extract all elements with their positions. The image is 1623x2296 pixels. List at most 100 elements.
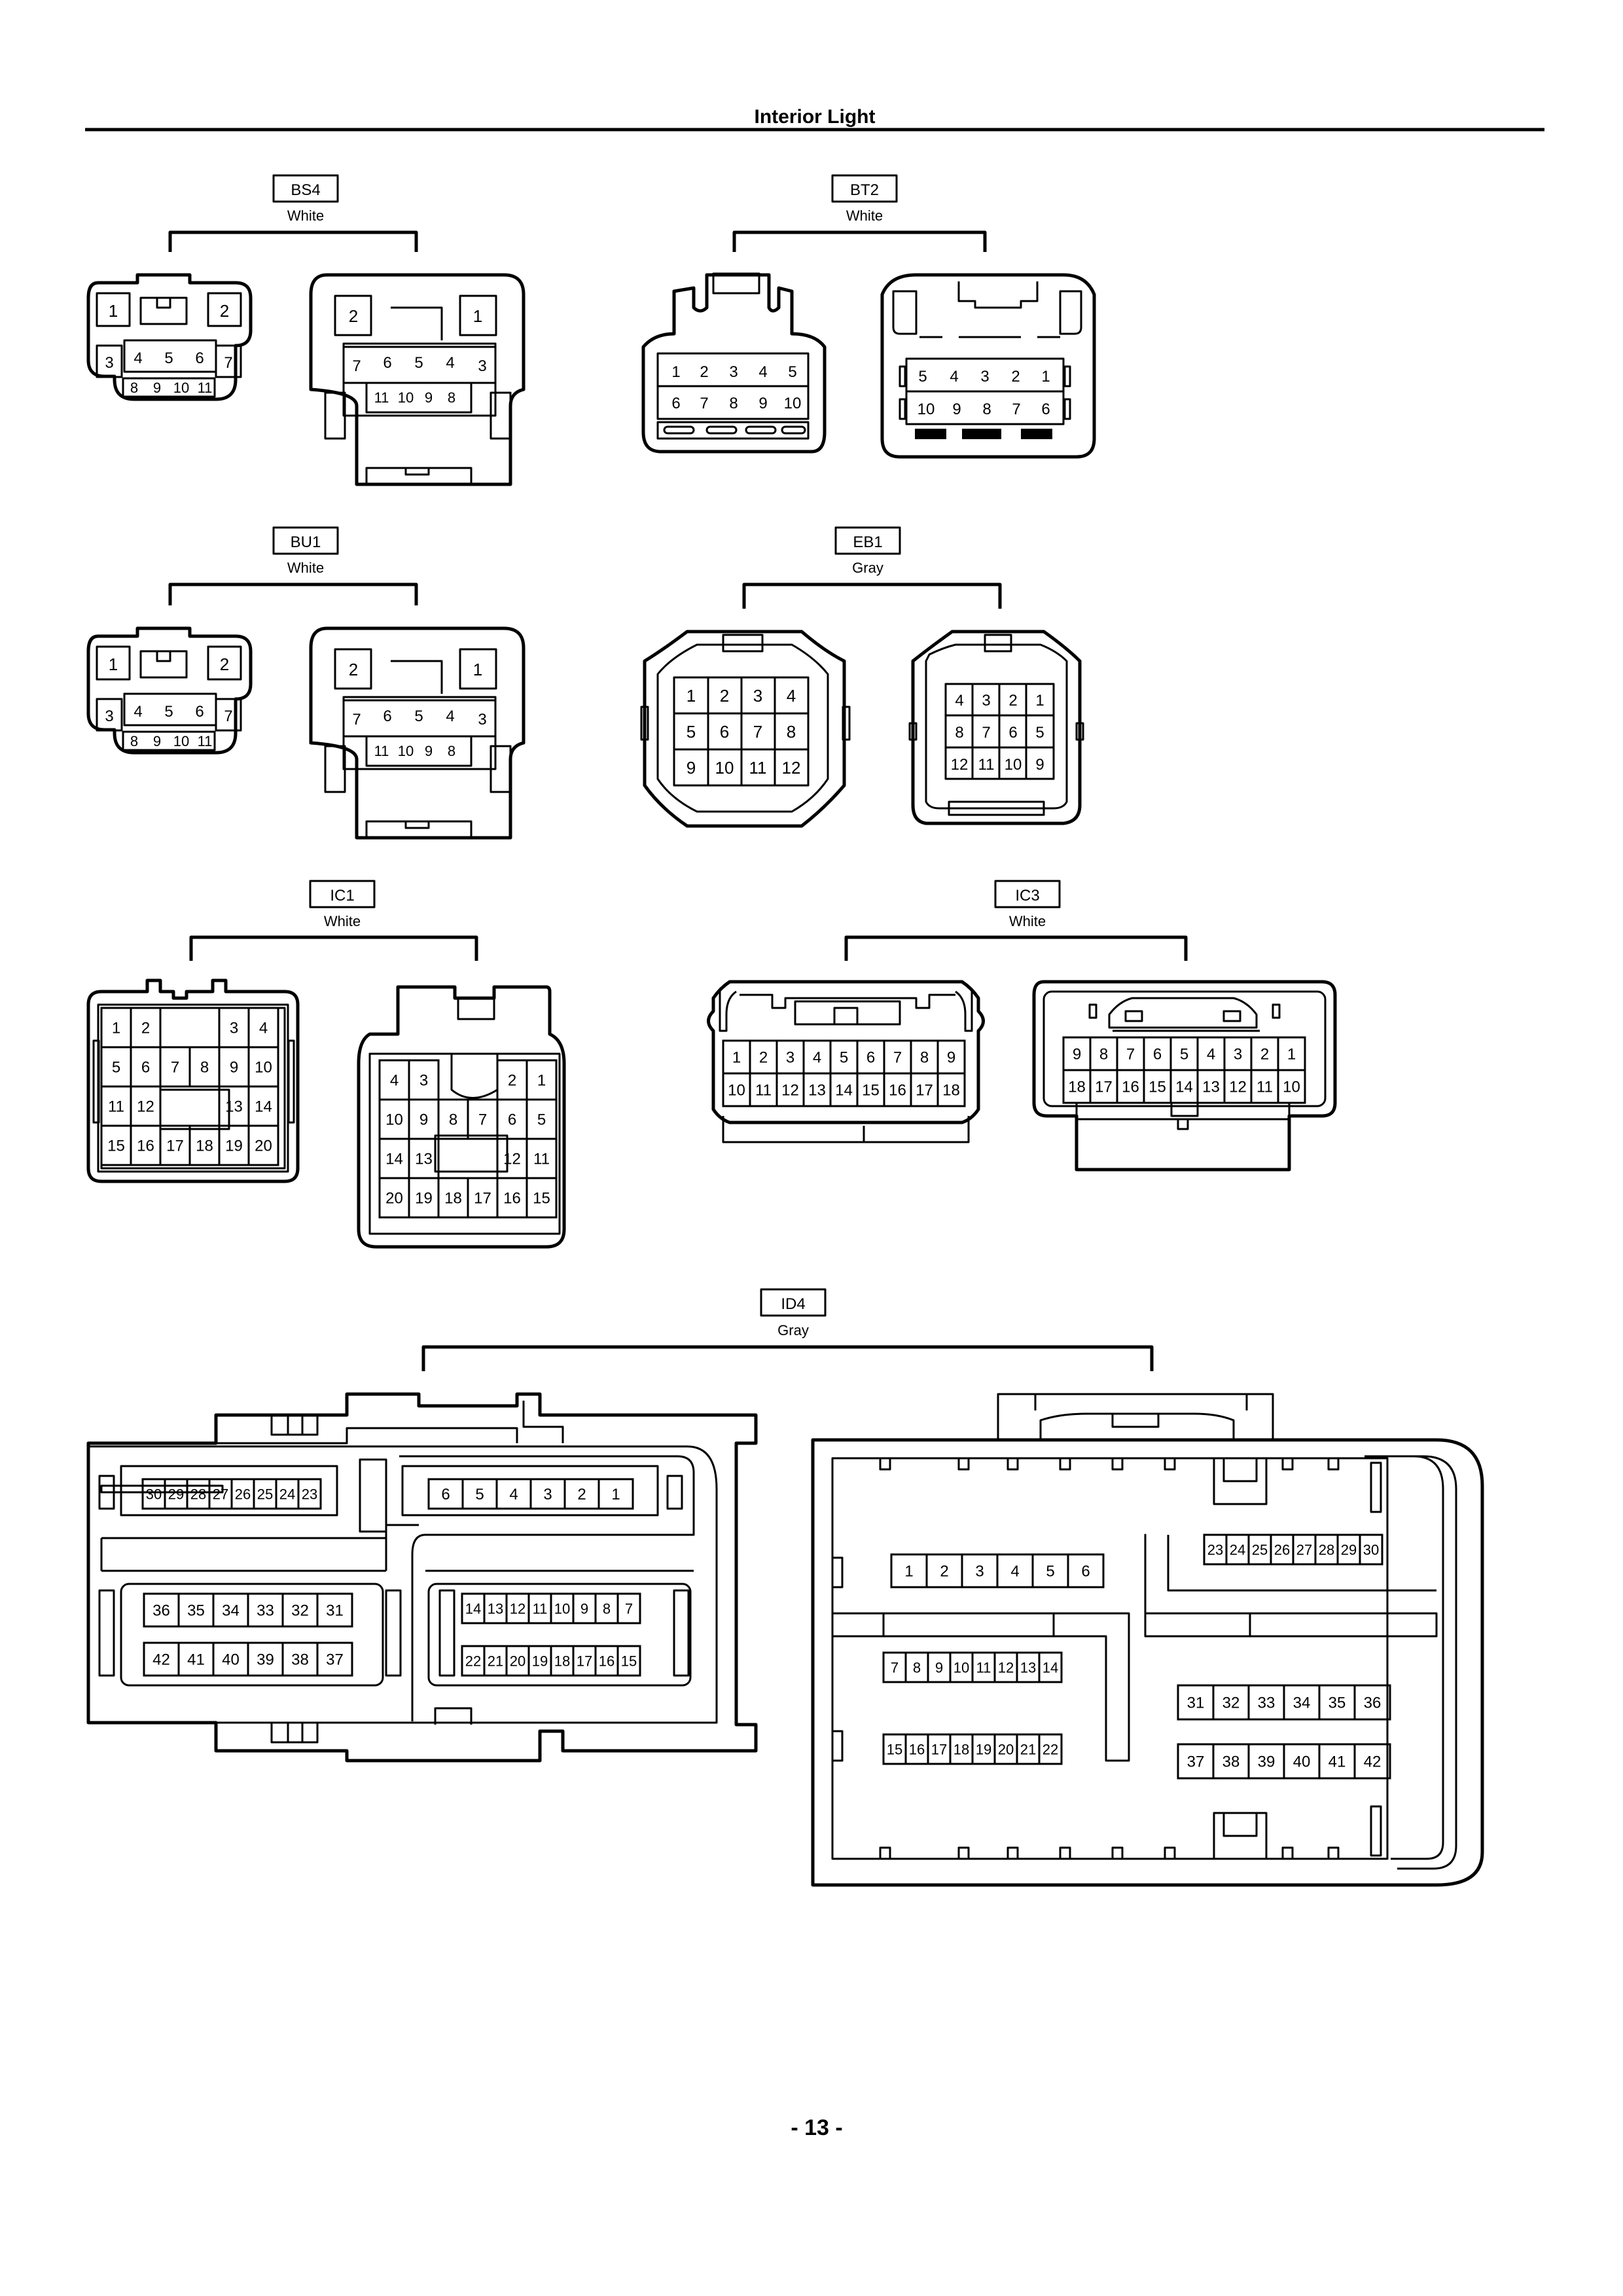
pin-label: 6 — [141, 1059, 150, 1077]
connector-ic3-right — [1032, 980, 1337, 1172]
pin-label: 5 — [164, 350, 173, 367]
pin-label: 13 — [808, 1082, 826, 1100]
pin-label: 11 — [533, 1600, 548, 1617]
pin-label: 5 — [414, 354, 423, 372]
connector-color: Gray — [777, 1322, 809, 1338]
pin-label: 15 — [862, 1082, 880, 1100]
pin-label: 10 — [385, 1111, 403, 1129]
pin-label: 38 — [291, 1651, 309, 1669]
pin-label: 27 — [213, 1486, 228, 1502]
pin-label: 17 — [1095, 1079, 1113, 1096]
pin-label: 28 — [190, 1486, 206, 1502]
pin-label: 5 — [687, 722, 696, 742]
pin-label: 2 — [220, 301, 229, 321]
pin-label: 23 — [302, 1486, 317, 1502]
pin-label: 41 — [1329, 1753, 1346, 1771]
pin-label: 12 — [503, 1151, 521, 1168]
pin-label: 4 — [950, 368, 958, 386]
pin-label: 1 — [611, 1486, 620, 1503]
pin-label: 8 — [955, 724, 963, 742]
pin-label: 4 — [1207, 1046, 1215, 1064]
pin-label: 4 — [390, 1072, 399, 1090]
pin-label: 9 — [687, 758, 696, 778]
pin-label: 34 — [222, 1602, 240, 1620]
pin-label: 16 — [137, 1138, 154, 1155]
connector-code: ID4 — [781, 1295, 805, 1313]
pin-label: 36 — [1364, 1695, 1382, 1712]
pin-label: 12 — [510, 1600, 526, 1617]
pin-cell — [1353, 1684, 1391, 1721]
pin-label: 8 — [787, 722, 796, 742]
pin-label: 20 — [510, 1653, 526, 1669]
connector-bs4-left: 1 2 3 4 5 6 7 8 9 10 11 — [86, 273, 253, 401]
pin-label: 13 — [1020, 1659, 1036, 1676]
pin-label: 6 — [1081, 1563, 1090, 1581]
pin-label: 7 — [893, 1049, 902, 1067]
pin-label: 33 — [257, 1602, 274, 1620]
pin-label: 11 — [755, 1082, 772, 1100]
pin-label: 4 — [787, 686, 796, 706]
pin-label: 1 — [687, 686, 696, 706]
pin-label: 19 — [225, 1138, 243, 1155]
pin-label: 11 — [374, 743, 389, 759]
pin-cell — [1359, 1534, 1383, 1566]
pin-label: 5 — [1046, 1563, 1054, 1581]
pin-label: 11 — [749, 758, 767, 778]
pin-label: 7 — [224, 354, 232, 372]
pin-label: 10 — [954, 1659, 969, 1676]
pin-label: 22 — [465, 1653, 481, 1669]
pin-label: 7 — [700, 395, 708, 412]
pin-label: 9 — [425, 743, 433, 759]
connector-code: IC3 — [1015, 887, 1039, 905]
pin-label: 6 — [195, 350, 204, 367]
pin-label: 10 — [255, 1059, 272, 1077]
pin-label: 4 — [446, 354, 454, 372]
pin-label: 1 — [1041, 368, 1050, 386]
pin-label: 1 — [109, 301, 118, 321]
pin-label: 7 — [478, 1111, 487, 1129]
pin-label: 5 — [475, 1486, 484, 1503]
pin-label: 7 — [1126, 1046, 1135, 1064]
pin-label: 30 — [1363, 1541, 1379, 1558]
pin-label: 10 — [173, 733, 189, 749]
pin-label: 2 — [349, 660, 358, 679]
pin-label: 9 — [425, 389, 433, 406]
pin-label: 5 — [788, 363, 796, 381]
pin-label: 13 — [1202, 1079, 1220, 1096]
connector-color: White — [287, 560, 324, 576]
pin-label: 20 — [255, 1138, 272, 1155]
pin-label: 2 — [1011, 368, 1020, 386]
pin-label: 4 — [1010, 1563, 1019, 1581]
pin-label: 3 — [478, 711, 486, 728]
pin-label: 3 — [1234, 1046, 1242, 1064]
pin-label: 9 — [153, 380, 161, 396]
pin-label: 17 — [474, 1190, 491, 1208]
pin-label: 16 — [599, 1653, 615, 1669]
pin-label: 12 — [951, 756, 969, 774]
connector-ic3: IC3 White — [707, 880, 1337, 1172]
pin-label: 34 — [1293, 1695, 1311, 1712]
pin-label: 1 — [473, 306, 482, 326]
pin-label: 40 — [222, 1651, 240, 1669]
pin-label: 36 — [152, 1602, 170, 1620]
connector-id4-right — [811, 1393, 1484, 1887]
pin-label: 17 — [577, 1653, 592, 1669]
pin-label: 9 — [1035, 756, 1044, 774]
connector-id4-left — [86, 1392, 758, 1763]
pin-label: 6 — [508, 1111, 516, 1129]
pin-label: 9 — [935, 1659, 943, 1676]
pin-label: 18 — [942, 1082, 960, 1100]
pin-label: 12 — [782, 758, 801, 778]
pin-label: 24 — [1230, 1541, 1245, 1558]
connector-color: White — [1009, 913, 1046, 929]
pin-label: 26 — [235, 1486, 251, 1502]
pin-label: 25 — [1252, 1541, 1268, 1558]
pin-label: 3 — [419, 1072, 428, 1090]
pin-label: 3 — [478, 357, 486, 375]
pin-label: 6 — [720, 722, 729, 742]
pin-cell — [247, 1124, 279, 1166]
pin-label: 6 — [441, 1486, 450, 1503]
connector-eb1-left — [640, 630, 851, 828]
pin-label: 4 — [259, 1020, 268, 1037]
pin-label: 2 — [141, 1020, 150, 1037]
